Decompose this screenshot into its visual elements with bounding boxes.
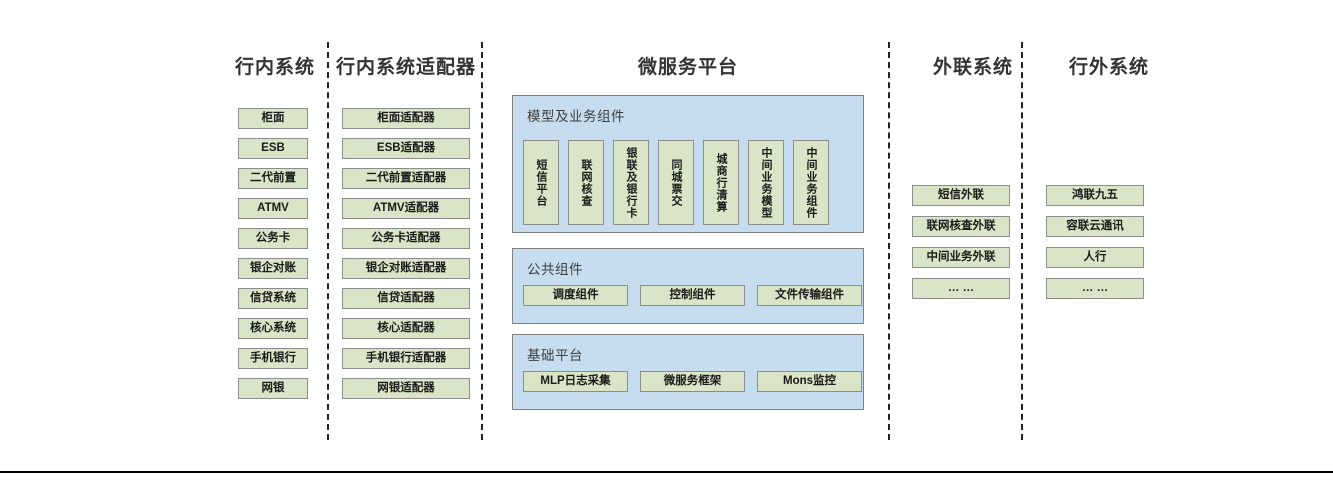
node-internal-systems-1[interactable]: ESB bbox=[238, 138, 308, 159]
column-title-outside-bank-systems: 行外系统 bbox=[1068, 57, 1149, 78]
bottom-divider bbox=[0, 471, 1333, 473]
column-title-internal-systems: 行内系统 bbox=[234, 57, 315, 78]
node-external-liaison-systems-0[interactable]: 短信外联 bbox=[912, 185, 1010, 206]
node-internal-system-adapters-9[interactable]: 网银适配器 bbox=[342, 378, 470, 399]
node-model-and-business-components-4[interactable]: 城商行清算 bbox=[703, 140, 739, 225]
node-model-and-business-components-1[interactable]: 联网核查 bbox=[568, 140, 604, 225]
node-internal-system-adapters-2[interactable]: 二代前置适配器 bbox=[342, 168, 470, 189]
node-external-liaison-systems-2[interactable]: 中间业务外联 bbox=[912, 247, 1010, 268]
node-internal-systems-9[interactable]: 网银 bbox=[238, 378, 308, 399]
node-public-components-0[interactable]: 调度组件 bbox=[523, 285, 628, 306]
node-internal-system-adapters-3[interactable]: ATMV适配器 bbox=[342, 198, 470, 219]
divider-2 bbox=[481, 42, 483, 440]
node-basic-platform-0[interactable]: MLP日志采集 bbox=[523, 371, 628, 392]
node-outside-bank-systems-0[interactable]: 鸿联九五 bbox=[1046, 185, 1144, 206]
divider-3 bbox=[888, 42, 890, 440]
node-model-and-business-components-6[interactable]: 中间业务组件 bbox=[793, 140, 829, 225]
divider-4 bbox=[1021, 42, 1023, 440]
node-internal-system-adapters-6[interactable]: 信贷适配器 bbox=[342, 288, 470, 309]
node-external-liaison-systems-1[interactable]: 联网核查外联 bbox=[912, 216, 1010, 237]
column-title-internal-system-adapters: 行内系统适配器 bbox=[336, 57, 477, 78]
node-internal-system-adapters-1[interactable]: ESB适配器 bbox=[342, 138, 470, 159]
node-model-and-business-components-0[interactable]: 短信平台 bbox=[523, 140, 559, 225]
node-outside-bank-systems-2[interactable]: 人行 bbox=[1046, 247, 1144, 268]
node-basic-platform-2[interactable]: Mons监控 bbox=[757, 371, 862, 392]
node-outside-bank-systems-3[interactable]: … … bbox=[1046, 278, 1144, 299]
node-internal-systems-8[interactable]: 手机银行 bbox=[238, 348, 308, 369]
node-internal-systems-7[interactable]: 核心系统 bbox=[238, 318, 308, 339]
node-model-and-business-components-3[interactable]: 同城票交 bbox=[658, 140, 694, 225]
node-internal-systems-2[interactable]: 二代前置 bbox=[238, 168, 308, 189]
node-internal-systems-3[interactable]: ATMV bbox=[238, 198, 308, 219]
node-internal-systems-6[interactable]: 信贷系统 bbox=[238, 288, 308, 309]
panel-title-model-and-business-components: 模型及业务组件 bbox=[527, 109, 625, 124]
node-internal-systems-0[interactable]: 柜面 bbox=[238, 108, 308, 129]
divider-1 bbox=[327, 42, 329, 440]
node-internal-systems-5[interactable]: 银企对账 bbox=[238, 258, 308, 279]
node-external-liaison-systems-3[interactable]: … … bbox=[912, 278, 1010, 299]
panel-title-basic-platform: 基础平台 bbox=[527, 348, 583, 363]
column-title-microservice-platform: 微服务平台 bbox=[637, 57, 738, 78]
node-internal-system-adapters-4[interactable]: 公务卡适配器 bbox=[342, 228, 470, 249]
column-title-external-liaison-systems: 外联系统 bbox=[932, 57, 1013, 78]
node-basic-platform-1[interactable]: 微服务框架 bbox=[640, 371, 745, 392]
node-model-and-business-components-5[interactable]: 中间业务模型 bbox=[748, 140, 784, 225]
node-public-components-2[interactable]: 文件传输组件 bbox=[757, 285, 862, 306]
node-internal-system-adapters-8[interactable]: 手机银行适配器 bbox=[342, 348, 470, 369]
node-internal-system-adapters-5[interactable]: 银企对账适配器 bbox=[342, 258, 470, 279]
node-model-and-business-components-2[interactable]: 银联及银行卡 bbox=[613, 140, 649, 225]
node-outside-bank-systems-1[interactable]: 容联云通讯 bbox=[1046, 216, 1144, 237]
node-internal-systems-4[interactable]: 公务卡 bbox=[238, 228, 308, 249]
panel-title-public-components: 公共组件 bbox=[527, 262, 583, 277]
node-public-components-1[interactable]: 控制组件 bbox=[640, 285, 745, 306]
node-internal-system-adapters-0[interactable]: 柜面适配器 bbox=[342, 108, 470, 129]
node-internal-system-adapters-7[interactable]: 核心适配器 bbox=[342, 318, 470, 339]
